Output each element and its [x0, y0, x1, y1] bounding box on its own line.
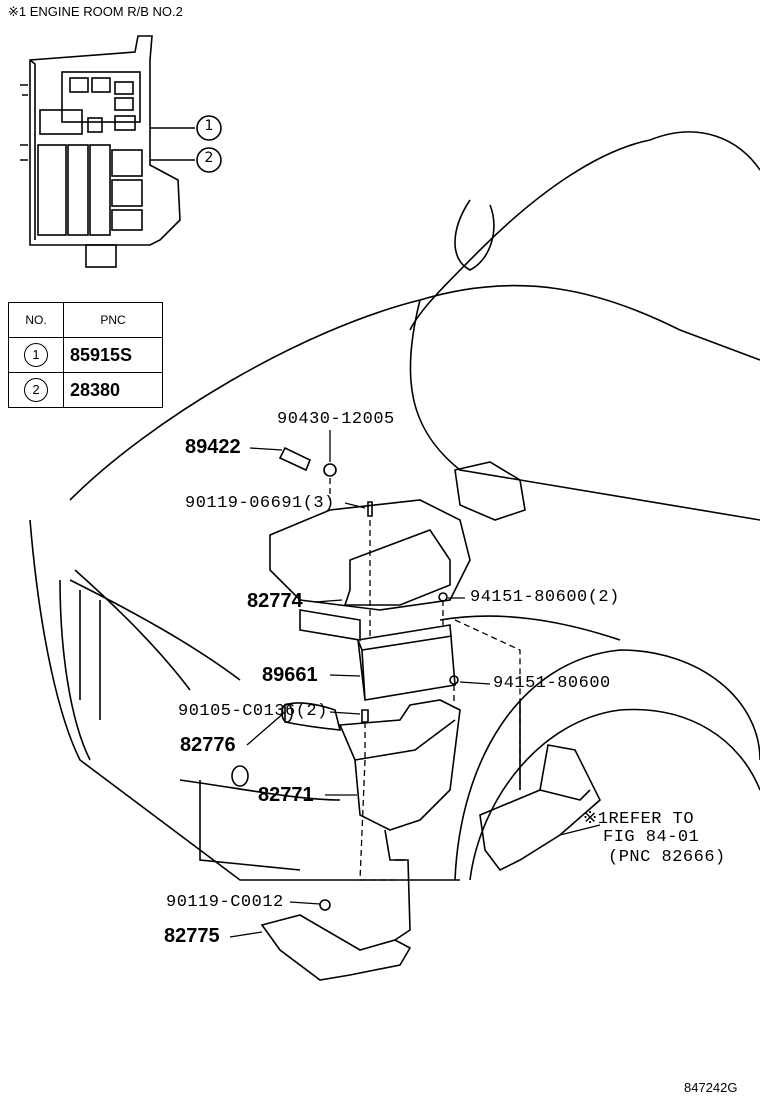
header-note: ※1 ENGINE ROOM R/B NO.2 — [8, 4, 183, 19]
label-89422: 89422 — [185, 436, 241, 458]
row-pnc: 28380 — [63, 372, 163, 408]
engine-room-relay-block-drawing — [20, 35, 195, 268]
table-row: 1 85915S — [8, 337, 163, 373]
label-94151-80600: 94151-80600 — [493, 674, 611, 693]
label-90430-12005: 90430-12005 — [277, 410, 395, 429]
callout-1: 1 — [200, 118, 214, 134]
row-no-circle: 2 — [24, 378, 48, 402]
label-90119-06691: 90119-06691(3) — [185, 494, 335, 513]
label-89661: 89661 — [262, 664, 318, 686]
engine-assembly-drawing — [269, 461, 526, 641]
table-row: 2 28380 — [8, 372, 163, 408]
label-90119-c0012: 90119-C0012 — [166, 893, 284, 912]
bracket-82771-drawing — [338, 699, 461, 861]
row-no-circle: 1 — [24, 343, 48, 367]
vehicle-body-outline — [29, 131, 760, 881]
label-82774: 82774 — [247, 590, 303, 612]
pnc-table: NO. PNC 1 85915S 2 28380 — [8, 302, 163, 408]
refer-line-2: FIG 84-01 — [603, 828, 700, 847]
figure-code: 847242G — [684, 1080, 738, 1095]
table-header-pnc: PNC — [63, 302, 163, 338]
label-82776: 82776 — [180, 734, 236, 756]
label-94151-80600-2: 94151-80600(2) — [470, 588, 620, 607]
row-pnc: 85915S — [63, 337, 163, 373]
dashed-assembly-lines — [329, 478, 521, 881]
duct-82775-drawing — [260, 859, 412, 981]
table-header-no: NO. — [8, 302, 64, 338]
leader-lines — [229, 430, 601, 938]
callout-2: 2 — [200, 150, 214, 166]
label-82775: 82775 — [164, 925, 220, 947]
small-fasteners-drawing — [278, 446, 459, 911]
hose-82776-drawing — [281, 702, 342, 731]
ecu-89661-drawing — [357, 624, 456, 701]
refer-bracket-drawing — [479, 744, 601, 872]
label-82771: 82771 — [258, 784, 314, 806]
label-90105-c0136: 90105-C0136(2) — [178, 702, 328, 721]
refer-line-3: (PNC 82666) — [608, 848, 726, 867]
refer-line-1: ※1REFER TO — [583, 810, 695, 829]
